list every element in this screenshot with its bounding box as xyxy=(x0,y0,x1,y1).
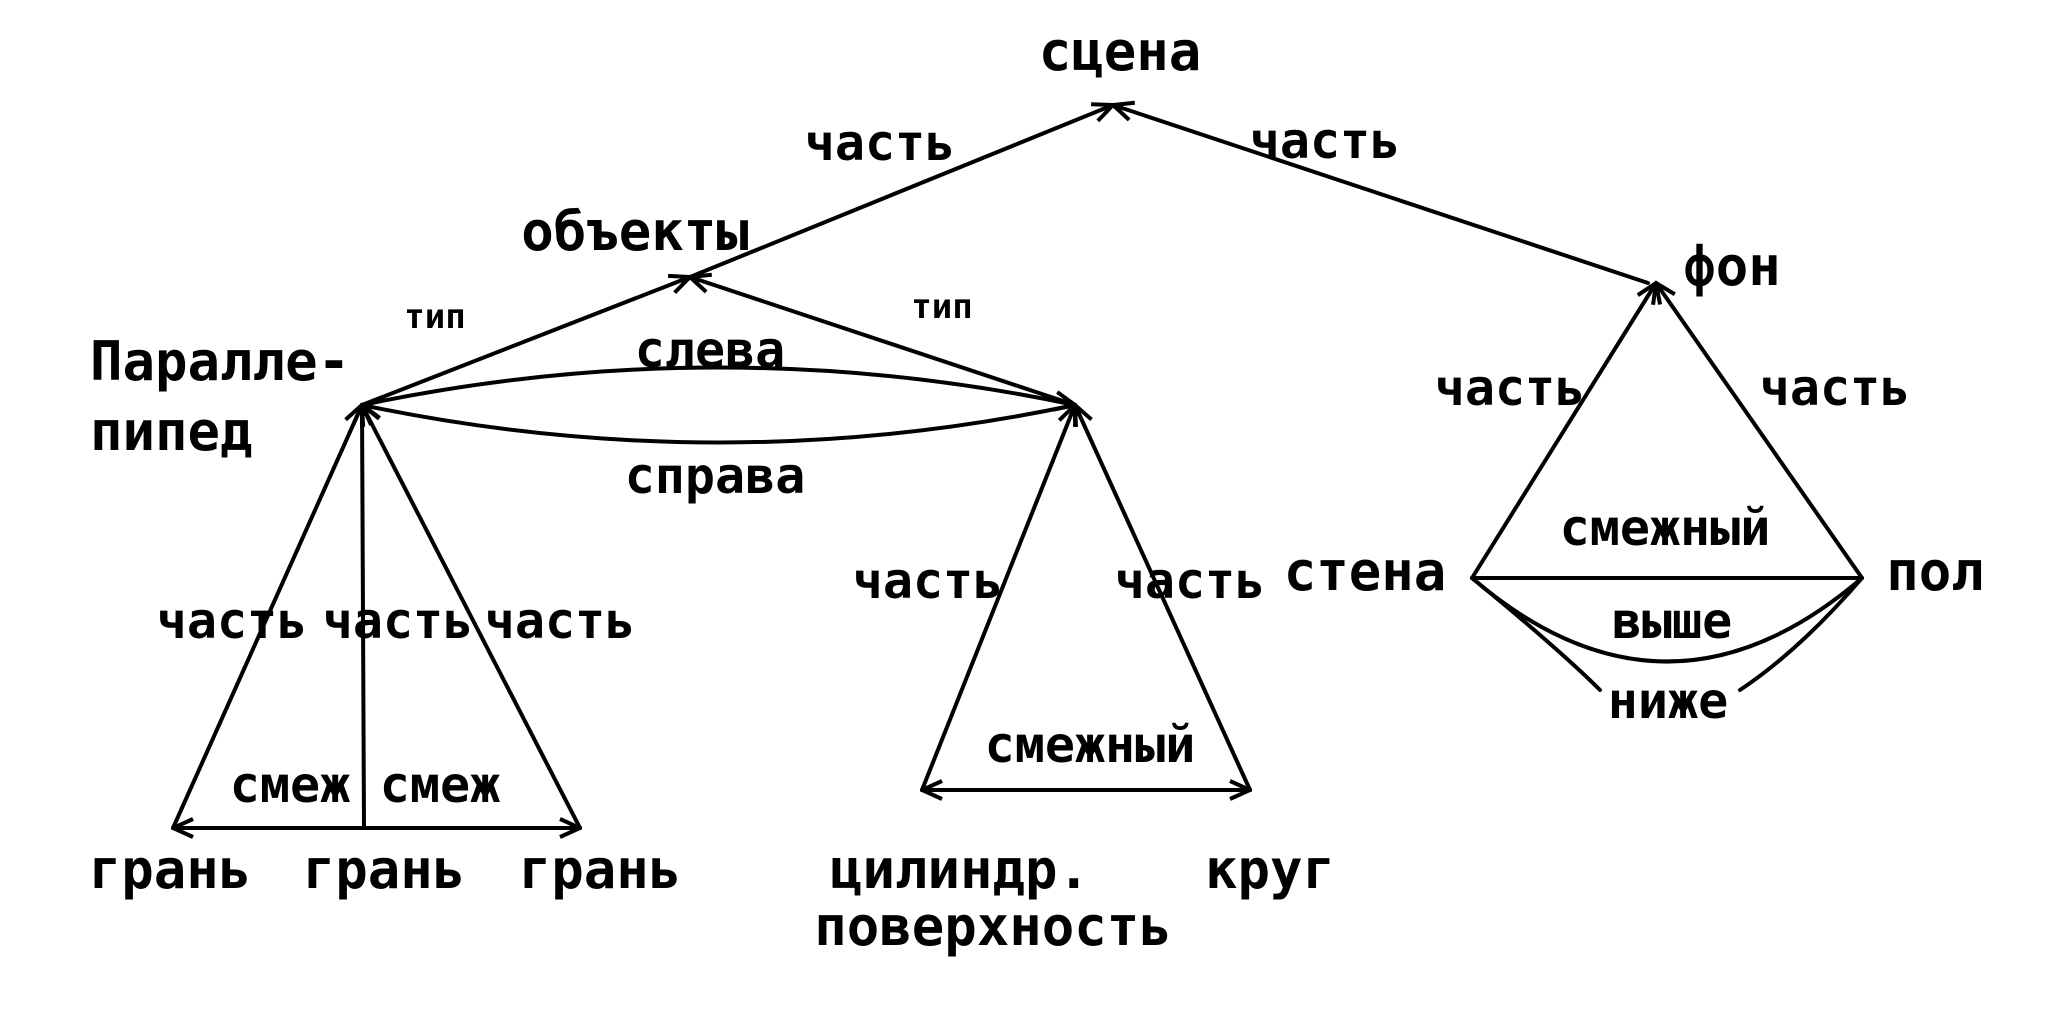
label-left-of: слева xyxy=(635,321,786,379)
edge-above xyxy=(1470,576,1864,664)
edge-below xyxy=(1470,576,1864,692)
edge-cylsurface-cylinder xyxy=(920,405,1075,792)
edge-cylinder-objects xyxy=(690,277,1077,407)
label-adjacent-left: смеж xyxy=(230,756,350,814)
edge-circle-cylinder xyxy=(1075,405,1252,792)
label-face-left-part: часть xyxy=(157,592,308,650)
node-cylinder-line1: цилиндр. xyxy=(830,838,1090,901)
label-background-part: часть xyxy=(1250,112,1401,170)
node-face-right: грань xyxy=(519,838,682,901)
label-face-middle-part: часть xyxy=(323,592,474,650)
edge-wall-background xyxy=(1470,283,1656,580)
edge-right-of xyxy=(362,405,1077,445)
label-adjacent-right: смеж xyxy=(380,756,500,814)
label-cylinder-circle-adjacent: смежный xyxy=(985,716,1196,774)
label-above: выше xyxy=(1612,592,1732,650)
edge-face-middle-parallelepiped xyxy=(362,405,364,830)
node-circle: круг xyxy=(1205,838,1335,901)
edge-background-scene xyxy=(1113,105,1650,285)
node-wall: стена xyxy=(1284,540,1447,603)
node-face-left: грань xyxy=(89,838,252,901)
edges xyxy=(171,105,1864,830)
edge-face-right-parallelepiped xyxy=(362,405,582,830)
node-scene: сцена xyxy=(1039,20,1202,83)
node-cylinder-line2: поверхность xyxy=(814,895,1172,958)
edge-parallelepiped-objects xyxy=(360,277,690,407)
label-cylinder-type: тип xyxy=(911,287,972,327)
label-right-of: справа xyxy=(625,447,806,505)
edge-floor-background xyxy=(1656,283,1864,580)
edge-face-left-parallelepiped xyxy=(171,405,362,830)
label-below: ниже xyxy=(1608,672,1728,730)
node-background: фон xyxy=(1683,235,1781,298)
node-parallelepiped-line1: Паралле- xyxy=(90,330,350,393)
edge-left-of xyxy=(360,365,1075,406)
node-floor: пол xyxy=(1886,540,1984,603)
node-face-middle: грань xyxy=(303,838,466,901)
label-cylinder-part: часть xyxy=(853,552,1004,610)
node-objects: объекты xyxy=(521,200,749,263)
label-parallelepiped-type: тип xyxy=(404,297,465,337)
label-floor-part: часть xyxy=(1760,359,1911,417)
edge-objects-scene xyxy=(688,105,1113,279)
node-labels: сцена объекты фон Паралле- пипед грань г… xyxy=(89,20,1984,958)
label-objects-part: часть xyxy=(805,114,956,172)
node-parallelepiped-line2: пипед xyxy=(90,400,253,463)
label-wall-part: часть xyxy=(1435,359,1586,417)
label-circle-part: часть xyxy=(1115,552,1266,610)
edge-labels: часть часть тип тип слева справа часть ч… xyxy=(157,112,1911,814)
label-wall-floor-adjacent: смежный xyxy=(1560,499,1771,557)
label-face-right-part: часть xyxy=(485,592,636,650)
